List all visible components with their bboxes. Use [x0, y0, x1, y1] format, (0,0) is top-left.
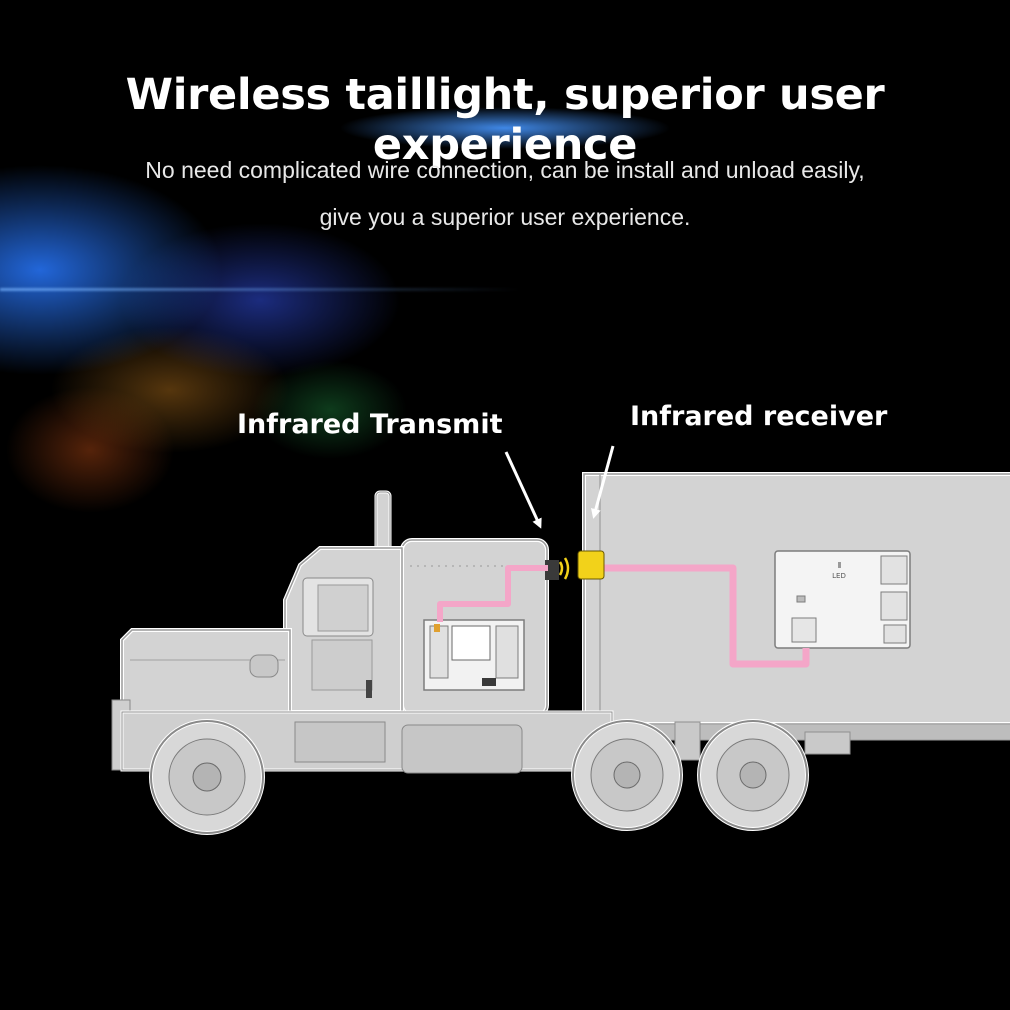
ir-signal-icon — [558, 557, 570, 580]
background-light-streak — [0, 288, 520, 291]
ir-receiver-module — [577, 550, 605, 580]
rear-wheel-2 — [697, 719, 809, 831]
front-wheel — [149, 719, 265, 835]
truck-cab — [283, 546, 404, 714]
receiver-arrow — [591, 445, 615, 519]
rear-wheel-1 — [571, 719, 683, 831]
infrared-transmit-label: Infrared Transmit — [237, 409, 503, 440]
transmitter-wire — [437, 565, 548, 622]
receiver-wire — [600, 564, 810, 668]
board-led-label: LED — [832, 572, 846, 580]
page-title: Wireless taillight, superior user experi… — [125, 70, 885, 170]
subtitle-line-2: give you a superior user experience. — [319, 204, 691, 230]
transmitter-control-board — [423, 619, 525, 691]
truck-hood — [111, 628, 292, 771]
subtitle-line-1: No need complicated wire connection, can… — [145, 157, 865, 183]
infrared-receiver-label: Infrared receiver — [630, 401, 888, 432]
receiver-control-board: LED — [774, 550, 911, 649]
transmit-arrow — [504, 451, 542, 529]
